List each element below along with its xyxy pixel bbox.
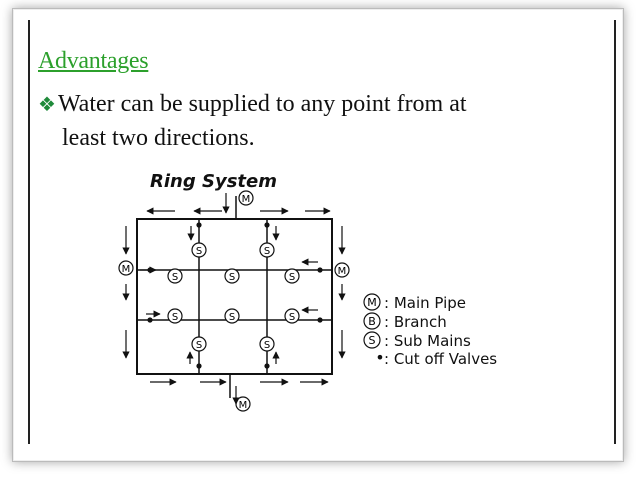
svg-text:S: S <box>172 312 178 323</box>
valve-dot-icon: • <box>375 348 384 367</box>
svg-text:: Branch: : Branch <box>384 313 447 331</box>
main-pipe-icon <box>363 293 381 311</box>
diagram-legend: M : Main Pipe B : Branch S : Sub Mains •… <box>363 293 497 368</box>
sub-main-icon: S <box>191 336 207 352</box>
svg-text:M: M <box>239 400 248 411</box>
svg-text:: Cut off Valves: : Cut off Valves <box>384 350 497 368</box>
valve-dot <box>264 222 270 228</box>
svg-text:S: S <box>369 334 376 347</box>
valve-dot <box>317 267 323 273</box>
cut-off-valves <box>147 222 323 369</box>
svg-text:S: S <box>196 340 202 351</box>
svg-text:S: S <box>264 246 270 257</box>
valve-dot <box>317 317 323 323</box>
valve-dot <box>147 317 153 323</box>
sub-main-grid <box>137 219 332 374</box>
svg-text:B: B <box>368 315 376 328</box>
diamond-bullet-icon: ❖ <box>38 94 56 116</box>
legend-main-pipe: M : Main Pipe <box>363 293 466 312</box>
ring-main-pipe <box>136 218 333 375</box>
sub-main-icon: S <box>224 308 240 324</box>
diagram-title: Ring System <box>150 171 277 192</box>
sub-main-icon: S <box>224 268 240 284</box>
svg-text:M: M <box>338 266 347 277</box>
sub-main-icon: S <box>259 242 275 258</box>
valve-dot <box>264 363 270 369</box>
svg-text:M: M <box>122 264 131 275</box>
main-pipe-right-icon: M <box>334 262 350 278</box>
svg-text:: Main Pipe: : Main Pipe <box>384 294 466 312</box>
main-pipe-top-icon: M <box>238 190 254 206</box>
svg-text:S: S <box>196 246 202 257</box>
svg-text:S: S <box>264 340 270 351</box>
flow-arrows <box>122 193 346 405</box>
legend-branch: B : Branch <box>363 312 447 331</box>
sub-main-icon <box>363 331 381 349</box>
main-pipe-bottom-icon: M <box>235 396 251 412</box>
svg-text:: Sub Mains: : Sub Mains <box>384 332 471 350</box>
sub-main-markers: S S S S S S S S S S <box>167 242 300 352</box>
svg-text:S: S <box>172 272 178 283</box>
sub-main-icon: S <box>191 242 207 258</box>
sub-main-icon: S <box>259 336 275 352</box>
svg-text:S: S <box>289 272 295 283</box>
bullet-text-line-2: least two directions. <box>62 125 255 151</box>
main-pipe-left-icon: M <box>118 260 134 276</box>
main-pipe-markers: M M M M <box>118 190 350 412</box>
slide-heading: Advantages <box>38 48 149 74</box>
slide-side-rules <box>28 20 616 444</box>
svg-text:S: S <box>289 312 295 323</box>
sub-main-icon: S <box>284 268 300 284</box>
legend-sub-mains: S : Sub Mains <box>363 331 471 350</box>
svg-text:S: S <box>229 312 235 323</box>
sub-main-icon: S <box>284 308 300 324</box>
slide-frame <box>12 8 624 462</box>
bullet-point: ❖Water can be supplied to any point from… <box>38 88 578 155</box>
branch-icon <box>363 312 381 330</box>
legend-cut-off-valves: • : Cut off Valves <box>375 348 497 368</box>
main-inlet-pipes <box>229 196 237 398</box>
svg-text:M: M <box>367 296 377 309</box>
bullet-text-line-1: Water can be supplied to any point from … <box>57 91 467 117</box>
svg-text:S: S <box>229 272 235 283</box>
valve-dot <box>196 363 202 369</box>
svg-text:M: M <box>242 194 251 205</box>
sub-main-icon: S <box>167 308 183 324</box>
sub-main-icon: S <box>167 268 183 284</box>
valve-dot <box>196 222 202 228</box>
